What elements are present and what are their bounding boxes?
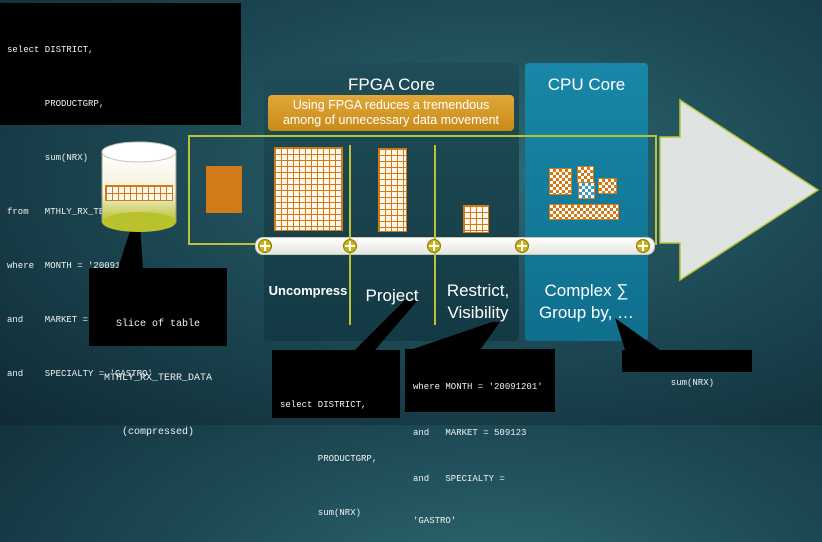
cpu-callout-pointer: [615, 318, 660, 350]
callout-line: select DISTRICT,: [280, 400, 367, 410]
uncompress-grid: [274, 147, 343, 231]
project-callout: select DISTRICT, PRODUCTGRP, sum(NRX): [272, 350, 400, 518]
fpga-note: Using FPGA reduces a tremendous among of…: [268, 95, 514, 131]
restrict-callout-pointer: [410, 322, 500, 350]
stage-divider: [434, 145, 436, 325]
compressed-block: [206, 166, 242, 213]
sql-line: and SPECIALTY = 'GASTRO': [7, 369, 153, 379]
cpu-callout: sum(NRX): [622, 350, 752, 388]
cpu-block: [549, 168, 572, 195]
bus-junction-icon: [343, 239, 357, 253]
stage-label-restrict: Restrict, Visibility: [436, 280, 520, 324]
slice-callout: Slice of table MTHLY_RX_TERR_DATA (compr…: [89, 268, 227, 438]
callout-line: where MONTH = '20091201': [413, 382, 543, 392]
sql-line: sum(NRX): [7, 153, 89, 163]
data-bus-bar: [255, 237, 655, 255]
project-callout-pointer: [355, 300, 418, 350]
restrict-callout: where MONTH = '20091201' and MARKET = 50…: [405, 349, 555, 526]
callout-line: MTHLY_RX_TERR_DATA: [103, 373, 213, 384]
arrow-head: [659, 98, 820, 282]
cpu-core-title: CPU Core: [547, 75, 626, 94]
callout-line: (compressed): [121, 427, 194, 438]
stage-label-line: Visibility: [447, 303, 509, 322]
sql-query-box: select DISTRICT, PRODUCTGRP, sum(NRX) fr…: [0, 3, 241, 379]
bus-junction-icon: [258, 239, 272, 253]
stage-label-uncompress: Uncompress: [268, 283, 348, 298]
callout-line: and SPECIALTY =: [413, 474, 505, 484]
callout-line: 'GASTRO': [413, 516, 457, 526]
bus-junction-icon: [515, 239, 529, 253]
callout-line: Slice of table: [115, 319, 200, 330]
cpu-core-panel: [525, 63, 648, 341]
cpu-block-blue: [578, 182, 595, 199]
stage-label-project: Project: [365, 286, 419, 305]
bus-junction-icon: [636, 239, 650, 253]
sql-line: where MONTH = '20091201': [7, 261, 143, 271]
cpu-block: [577, 166, 594, 183]
callout-line: PRODUCTGRP,: [280, 454, 378, 464]
table-slice-block: [105, 185, 173, 201]
bus-junction-icon: [427, 239, 441, 253]
callout-line: sum(NRX): [280, 508, 362, 518]
stage-label-line: Group by, …: [538, 303, 635, 322]
stage-label-line: Complex ∑: [544, 281, 629, 300]
callout-line: sum(NRX): [670, 378, 715, 388]
slice-callout-pointer: [118, 225, 143, 268]
fpga-core-title: FPGA Core: [348, 75, 435, 94]
restrict-grid: [463, 205, 489, 233]
project-grid: [378, 148, 407, 232]
callout-line: and MARKET = 509123: [413, 428, 527, 438]
sql-line: PRODUCTGRP,: [7, 99, 105, 109]
pipeline-arrow: [118, 98, 820, 350]
stage-divider: [349, 145, 351, 325]
sql-line: select DISTRICT,: [7, 45, 94, 55]
fpga-note-line: among of unnecessary data movement: [282, 113, 500, 127]
stage-label-line: Restrict,: [446, 281, 510, 300]
stage-label-complex: Complex ∑ Group by, …: [525, 280, 648, 324]
fpga-note-line: Using FPGA reduces a tremendous: [292, 98, 490, 112]
cpu-block: [549, 204, 619, 220]
sql-line: from MTHLY_RX_TERR_DATA: [7, 207, 143, 217]
cpu-block: [598, 178, 617, 194]
